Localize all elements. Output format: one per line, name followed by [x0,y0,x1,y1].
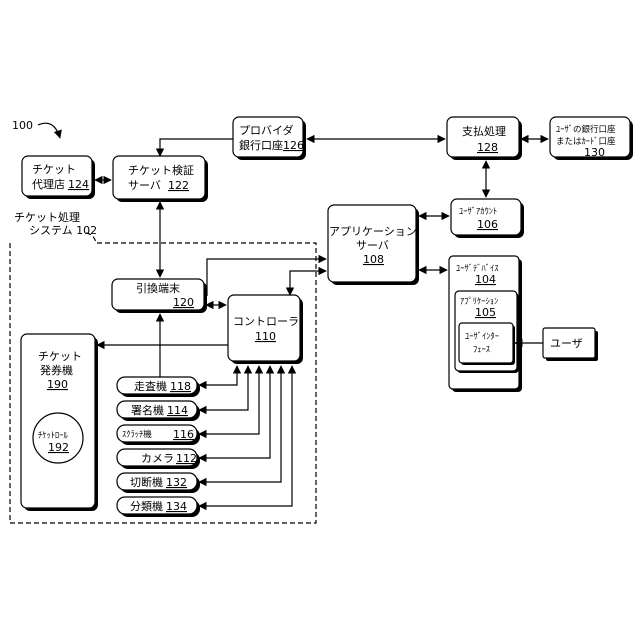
user-bank-account-number: 130 [584,146,605,159]
user-label: ユーザ [550,337,583,350]
controller-number: 110 [255,330,276,343]
signer-label: 署名機 [131,403,164,417]
cutter-number: 132 [166,476,187,489]
ticket-issuer-number: 190 [47,378,68,391]
ticket-roll-label: ﾁｹｯﾄﾛｰﾙ [38,431,69,441]
scratch-number: 116 [173,428,194,441]
camera-box: カメラ 112 [117,449,200,469]
payment-processing-number: 128 [477,141,498,154]
ticket-verify-server-number: 122 [168,179,189,192]
user-account-number: 106 [477,218,498,231]
cutter-label: 切断機 [130,475,163,489]
user-bank-account-label: ﾕｰｻﾞの銀行口座 [556,124,616,135]
signer-box: 署名機 114 [117,401,200,421]
application-server-number: 108 [363,253,384,266]
payment-processing-box: 支払処理 128 [447,117,522,160]
application-server-label: アプリケーション [329,225,417,238]
ticket-verify-server-box: チケット検証 サーバ 122 [113,156,208,202]
ticket-issuer-label: チケット [38,350,82,363]
user-box: ユーザ [543,328,598,361]
application-server-box: アプリケーション サーバ 108 [328,205,419,285]
connector-scratch-controller [199,366,259,434]
user-interface-label: ﾕｰｻﾞｲﾝﾀｰ [465,332,499,342]
provider-account-number: 126 [283,139,304,152]
scanner-box: 走査機 118 [117,377,200,397]
controller-box: コントローラ 110 [228,295,303,364]
ticket-roll-circle: ﾁｹｯﾄﾛｰﾙ 192 [33,413,83,463]
user-interface-label-2: ﾌｪｰｽ [473,345,490,355]
scratch-label: ｽｸﾗｯﾁ機 [122,429,152,440]
system-label: チケット処理 [14,211,80,224]
provider-account-label-2: 銀行口座 [239,138,283,152]
cutter-box: 切断機 132 [117,473,200,493]
user-account-label: ﾕｰｻﾞｱｶｳﾝﾄ [459,207,497,217]
ticket-agency-number: 124 [68,178,89,191]
application-number: 105 [475,306,496,319]
scratch-box: ｽｸﾗｯﾁ機 116 [117,425,200,445]
ticket-verify-server-label-2: サーバ [128,179,161,192]
camera-number: 112 [176,452,197,465]
provider-account-label: プロバイダ [239,123,294,137]
connector-terminal-appserver [207,259,326,296]
scanner-number: 118 [170,380,191,393]
signer-number: 114 [167,404,188,417]
connector-scanner-controller [199,366,237,385]
connector-signer-controller [199,366,248,410]
exchange-terminal-number: 120 [173,296,194,309]
figure-ref-arrow [38,123,60,138]
ticket-agency-box: チケット 代理店 124 [22,156,95,199]
connector-cutter-controller [199,366,281,482]
application-server-label-2: サーバ [356,239,389,252]
figure-ref-label: 100 [12,119,33,132]
ticket-agency-label-2: 代理店 [32,177,65,191]
ticket-agency-label: チケット [32,163,76,176]
sorter-box: 分類機 134 [117,497,200,517]
connector-verify-to-payment [160,139,233,156]
sorter-label: 分類機 [130,499,163,513]
user-bank-account-box: ﾕｰｻﾞの銀行口座 またはｶｰﾄﾞ口座 130 [550,117,633,160]
ticket-roll-number: 192 [48,441,69,454]
controller-label: コントローラ [233,315,299,328]
camera-label: カメラ [141,452,174,465]
connector-controller-appserver [290,271,326,295]
exchange-terminal-label: 引換端末 [136,281,180,295]
payment-processing-label: 支払処理 [462,124,506,138]
user-interface-box: ﾕｰｻﾞｲﾝﾀｰ ﾌｪｰｽ [459,323,515,365]
exchange-terminal-box: 引換端末 120 [112,279,207,313]
scanner-label: 走査機 [134,379,167,393]
provider-account-box: プロバイダ 銀行口座 126 [233,117,306,160]
sorter-number: 134 [166,500,187,513]
user-device-number: 104 [475,273,496,286]
user-account-box: ﾕｰｻﾞｱｶｳﾝﾄ 106 [451,199,524,238]
connector-sorter-controller [199,366,292,506]
ticket-issuer-label-2: 発券機 [40,363,73,377]
system-label-line2: システム 102 [29,224,97,237]
ticket-verify-server-label: チケット検証 [128,163,194,177]
